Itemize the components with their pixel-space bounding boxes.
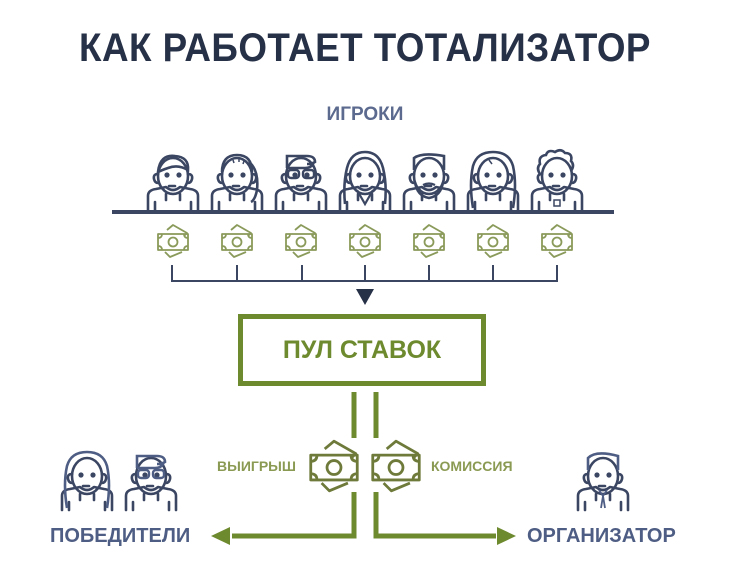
player-avatar-3 [274,154,328,212]
bet-money-icon-4 [349,224,381,258]
winnings-money-icon [309,439,359,493]
arrow-right-icon [497,527,516,545]
player-avatar-2 [210,153,264,212]
arrow-left-icon [211,527,230,545]
player-avatar-5 [402,153,456,212]
collection-bracket [171,265,558,282]
commission-money-icon [371,439,421,493]
organizer-avatar [576,452,630,512]
organizer-label: ОРГАНИЗАТОР [527,525,676,547]
bet-money-icon-1 [157,224,189,258]
bet-pool-label: ПУЛ СТАВОК [282,335,442,364]
player-avatar-6 [466,150,520,212]
winnings-label: ВЫИГРЫШ [217,458,296,474]
winners-label: ПОБЕДИТЕЛИ [50,525,191,547]
bet-money-icon-6 [477,224,509,258]
players-label: ИГРОКИ [326,104,404,125]
player-avatar-1 [146,154,200,212]
bet-pool-box: ПУЛ СТАВОК [238,314,486,386]
player-avatar-7 [530,148,584,212]
bet-money-icon-5 [413,224,445,258]
bet-money-icon-7 [541,224,573,258]
winner-avatar-1 [60,450,114,512]
bet-money-icon-3 [285,224,317,258]
arrow-down-icon [356,289,374,305]
page-title: КАК РАБОТАЕТ ТОТАЛИЗАТОР [79,26,651,70]
pool-outflow-lines [232,392,496,539]
commission-label: КОМИССИЯ [431,458,513,474]
winner-avatar-2 [124,454,178,512]
player-avatar-4 [338,150,392,212]
bet-money-icon-2 [221,224,253,258]
